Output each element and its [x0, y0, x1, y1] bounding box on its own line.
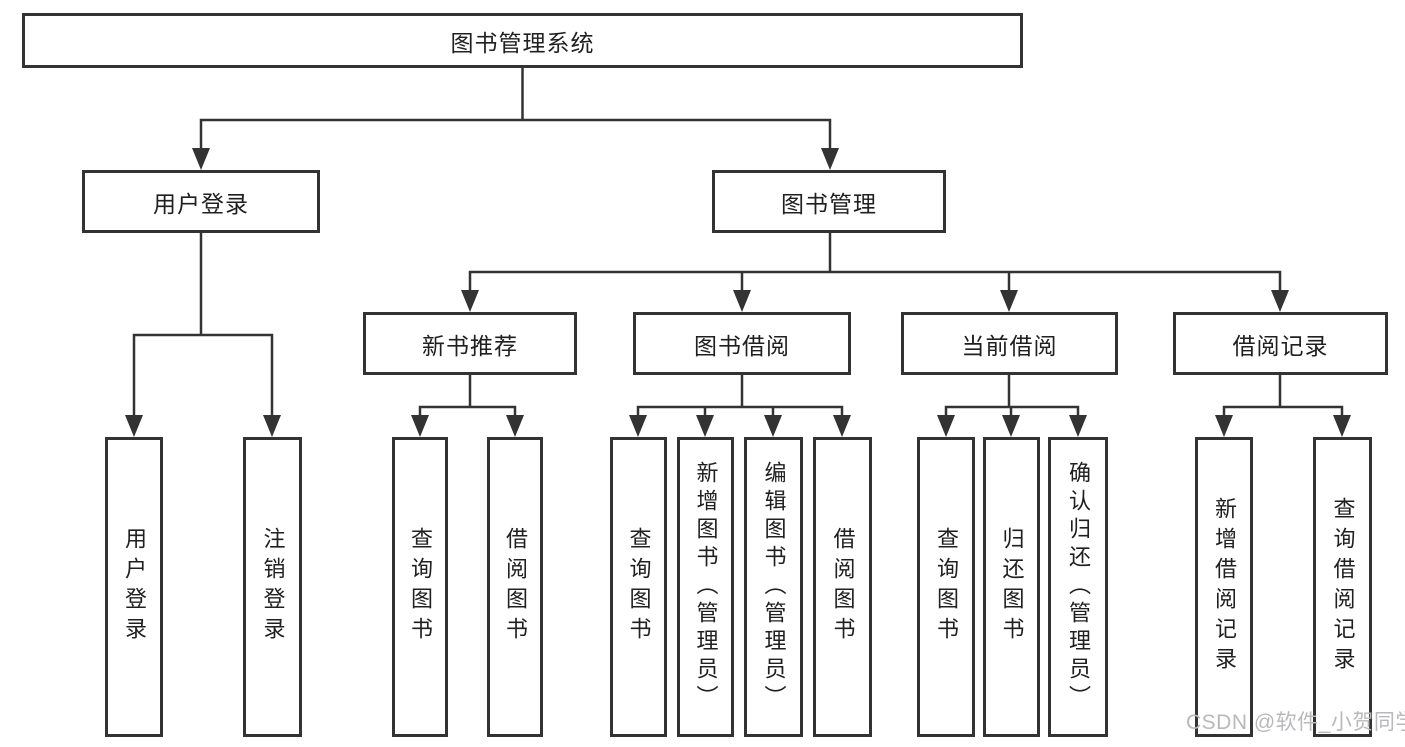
arrowhead [411, 415, 429, 437]
node-new-book-recommend-label: 新书推荐 [422, 332, 518, 359]
leaf-records-query-record: 查询借阅记录 [1313, 437, 1372, 737]
node-root: 图书管理系统 [22, 13, 1023, 68]
connector-user-login [132, 231, 274, 431]
arrowhead [696, 415, 714, 437]
arrowhead [833, 415, 851, 437]
node-book-management: 图书管理 [712, 170, 946, 233]
node-borrow-records-label: 借阅记录 [1232, 332, 1329, 359]
connector-book-management [468, 231, 1282, 306]
node-current-borrow: 当前借阅 [901, 312, 1118, 375]
leaf-borrow-borrow-books: 借阅图书 [813, 437, 872, 737]
arrowhead [1271, 290, 1289, 312]
arrowhead [764, 415, 782, 437]
arrowhead [937, 415, 955, 437]
leaf-borrow-add-books-admin: 新增图书（管理员） [677, 437, 734, 737]
arrowhead [506, 415, 524, 437]
node-user-login: 用户登录 [82, 170, 320, 233]
arrowhead [1215, 415, 1233, 437]
node-book-management-label: 图书管理 [781, 190, 877, 217]
leaf-current-query-books: 查询图书 [917, 437, 975, 737]
node-user-login-label: 用户登录 [153, 190, 249, 217]
arrowhead [263, 415, 281, 437]
leaf-user-login-label: 用户登录 [122, 527, 147, 647]
leaf-borrow-edit-books-admin-label: 编辑图书（管理员） [761, 461, 787, 713]
arrowhead [629, 415, 647, 437]
leaf-user-login: 用户登录 [105, 437, 163, 737]
arrowhead [1069, 415, 1087, 437]
leaf-records-add-record-label: 新增借阅记录 [1212, 497, 1237, 677]
leaf-newbooks-borrow-books-label: 借阅图书 [503, 527, 528, 647]
connector-current-borrow [944, 373, 1080, 431]
arrowhead [733, 290, 751, 312]
leaf-borrow-query-books-label: 查询图书 [626, 527, 652, 647]
leaf-borrow-add-books-admin-label: 新增图书（管理员） [693, 461, 719, 713]
arrowhead [1002, 415, 1020, 437]
leaf-newbooks-query-books-label: 查询图书 [408, 527, 433, 647]
node-new-book-recommend: 新书推荐 [363, 312, 577, 375]
leaf-logout: 注销登录 [243, 437, 302, 737]
leaf-newbooks-borrow-books: 借阅图书 [487, 437, 543, 737]
leaf-borrow-borrow-books-label: 借阅图书 [830, 527, 856, 647]
leaf-borrow-edit-books-admin: 编辑图书（管理员） [744, 437, 803, 737]
leaf-current-confirm-return-admin: 确认归还（管理员） [1048, 437, 1108, 737]
connector-book-borrow [636, 373, 844, 431]
leaf-records-add-record: 新增借阅记录 [1195, 437, 1253, 737]
leaf-borrow-query-books: 查询图书 [610, 437, 667, 737]
leaf-current-return-books-label: 归还图书 [999, 527, 1025, 647]
leaf-current-return-books: 归还图书 [983, 437, 1040, 737]
connector-borrow-records [1222, 373, 1344, 431]
watermark-text: CSDN @软件_小贺同学 [1186, 711, 1405, 734]
arrowhead [1333, 415, 1351, 437]
leaf-records-query-record-label: 查询借阅记录 [1330, 497, 1356, 677]
node-current-borrow-label: 当前借阅 [961, 332, 1058, 359]
node-root-label: 图书管理系统 [450, 29, 595, 56]
leaf-current-query-books-label: 查询图书 [934, 527, 959, 647]
leaf-newbooks-query-books: 查询图书 [392, 437, 448, 737]
leaf-logout-label: 注销登录 [260, 527, 286, 647]
connector-root [199, 66, 832, 164]
node-book-borrow: 图书借阅 [633, 312, 851, 375]
arrowhead [125, 415, 143, 437]
connector-new-book-recommend [418, 373, 517, 431]
arrowhead [1000, 290, 1018, 312]
arrowhead [192, 148, 210, 170]
node-borrow-records: 借阅记录 [1173, 312, 1388, 375]
leaf-current-confirm-return-admin-label: 确认归还（管理员） [1066, 461, 1091, 713]
arrowhead [821, 148, 839, 170]
node-book-borrow-label: 图书借阅 [694, 332, 790, 359]
arrowhead [461, 290, 479, 312]
